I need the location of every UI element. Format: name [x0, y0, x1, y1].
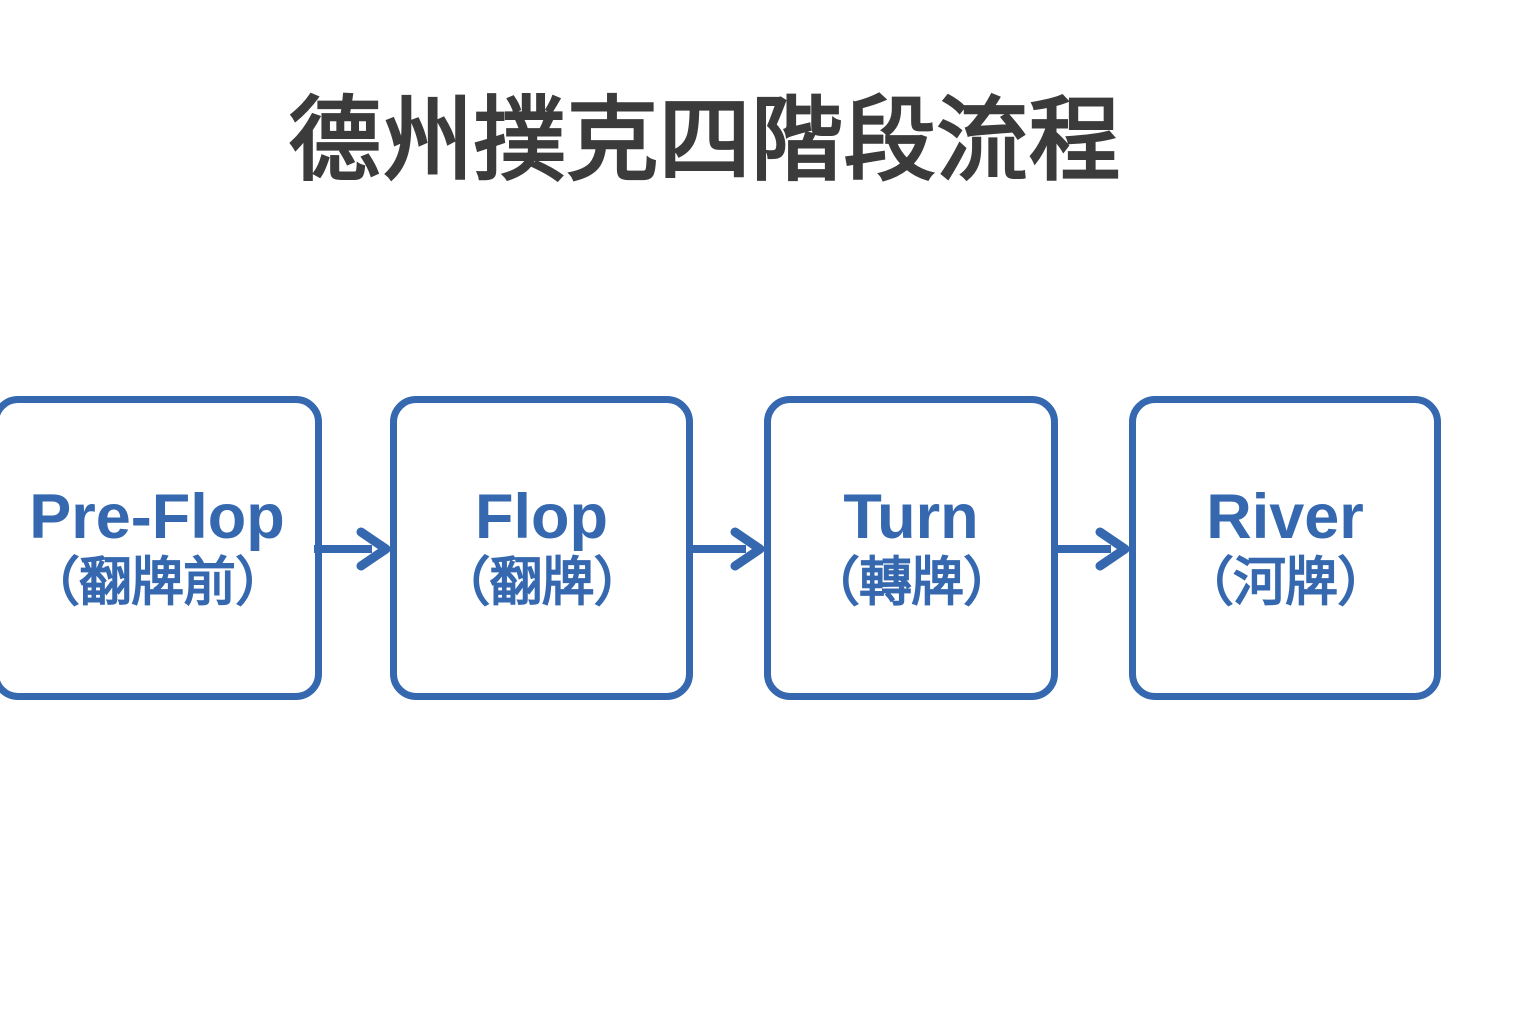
arrow-right-icon [314, 527, 394, 571]
stage-flow: Pre-Flop （翻牌前） Flop （翻牌） Turn （轉牌） [0, 396, 1536, 702]
stage-label-en: Flop [475, 482, 608, 553]
stage-label-zh: （河牌） [1181, 553, 1390, 613]
page-title: 德州撲克四階段流程 [288, 90, 1122, 192]
stage-box-pre-flop[interactable]: Pre-Flop （翻牌前） [0, 396, 322, 700]
stage-box-flop[interactable]: Flop （翻牌） [390, 396, 693, 700]
stage-box-turn[interactable]: Turn （轉牌） [764, 396, 1058, 700]
stage-label-en: Pre-Flop [29, 482, 285, 553]
stage-label-zh: （轉牌） [807, 553, 1016, 613]
arrow-right-icon [1051, 527, 1133, 571]
stage-label-zh: （翻牌前） [27, 553, 288, 613]
stage-label-en: Turn [843, 482, 979, 553]
arrow-right-icon [686, 527, 768, 571]
stage-label-en: River [1206, 482, 1364, 553]
stage-box-river[interactable]: River （河牌） [1129, 396, 1441, 700]
stage-label-zh: （翻牌） [437, 553, 647, 613]
